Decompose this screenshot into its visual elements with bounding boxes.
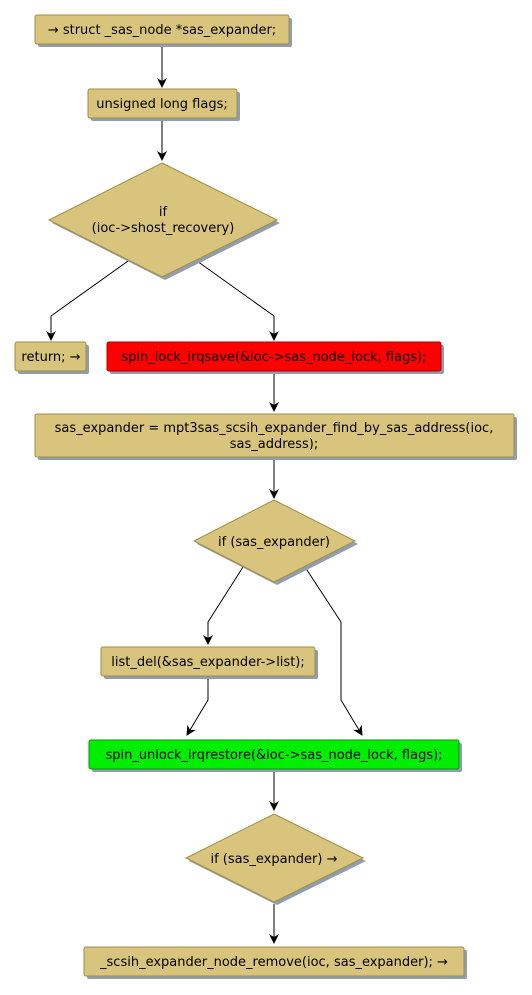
node-node-remove: _scsih_expander_node_remove(ioc, sas_exp… (83, 946, 467, 979)
unlock-call-text: spin_unlock_irqrestore(&ioc->sas_node_lo… (105, 748, 442, 763)
node-if-expander-cont: if (sas_expander) → (184, 813, 366, 905)
lock-call-text: spin_lock_irqsave(&ioc->sas_node_lock, f… (121, 350, 426, 365)
edges (46, 45, 363, 944)
edge-if-recovery-to-return (46, 260, 129, 341)
return-text: return; → (21, 350, 80, 365)
node-declare-flags: unsigned long flags; (87, 88, 240, 121)
declare-expander-text: → struct _sas_node *sas_expander; (48, 23, 276, 38)
edge-list-del-to-unlock (186, 677, 209, 736)
node-remove-text: _scsih_expander_node_remove(ioc, sas_exp… (99, 955, 448, 970)
if-recovery-text-line1: if (159, 205, 168, 220)
node-declare-expander: → struct _sas_node *sas_expander; (34, 14, 292, 47)
find-expander-text-line1: sas_expander = mpt3sas_scsih_expander_fi… (55, 421, 494, 436)
edge-if-expander-to-list-del (203, 566, 244, 645)
edge-if-expander-to-unlock (304, 566, 363, 736)
list-del-text: list_del(&sas_expander->list); (111, 655, 305, 670)
edge-if-recovery-to-lock (196, 260, 279, 341)
node-lock-call: spin_lock_irqsave(&ioc->sas_node_lock, f… (106, 341, 444, 374)
node-find-expander: sas_expander = mpt3sas_scsih_expander_fi… (34, 413, 517, 460)
node-unlock-call: spin_unlock_irqrestore(&ioc->sas_node_lo… (88, 739, 462, 772)
node-return: return; → (14, 341, 89, 374)
find-expander-text-line2: sas_address); (230, 437, 319, 452)
node-if-expander: if (sas_expander) (192, 499, 358, 585)
declare-flags-text: unsigned long flags; (96, 97, 228, 112)
if-recovery-text-line2: (ioc->shost_recovery) (92, 221, 235, 236)
if-expander-text: if (sas_expander) (218, 535, 330, 550)
if-expander-cont-text: if (sas_expander) → (210, 852, 337, 867)
node-list-del: list_del(&sas_expander->list); (100, 646, 318, 679)
node-if-recovery: if (ioc->shost_recovery) (47, 162, 280, 280)
